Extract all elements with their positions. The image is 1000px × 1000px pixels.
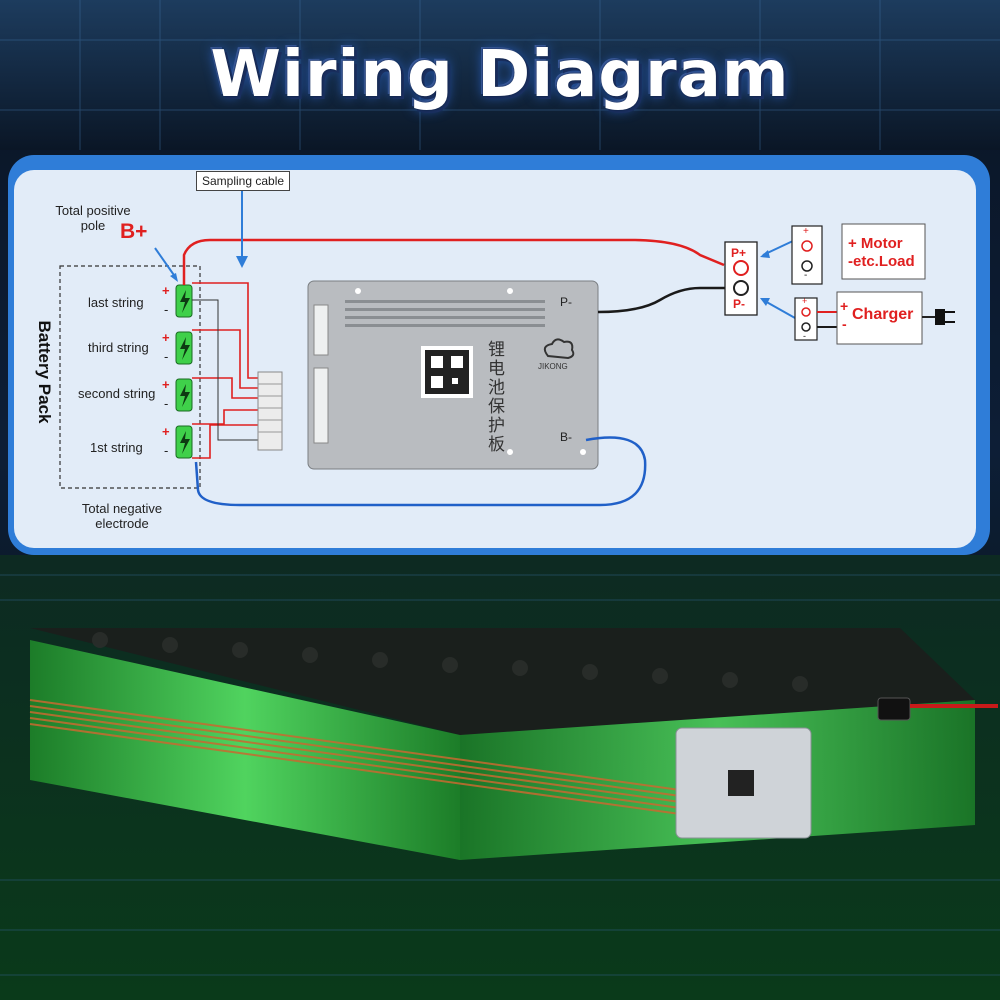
cell-plus-4: + [162,424,170,439]
connector-photo [877,697,911,721]
cell-minus-3: - [164,396,169,411]
negative-p-wire [597,286,730,314]
charger-label: Charger [852,306,914,323]
cell-second [175,378,193,412]
cell-last [175,284,193,318]
total-positive-label: Total positive pole [48,203,138,233]
cell-first [175,425,193,459]
brand-label: JIKONG [538,362,568,371]
b-minus-wire [194,436,647,507]
cell-plus-1: + [162,283,170,298]
plug-icon [935,309,955,325]
motor-conn-plus: + [803,226,809,237]
charger-conn-plus: + [802,296,808,306]
board-p-minus-label: P- [560,295,572,309]
charger-plus-sign: + [840,298,849,314]
motor-label-line1: + Motor [848,235,903,252]
motor-connector [791,225,823,285]
positive-main-wire [182,238,725,285]
board-b-minus-label: B- [560,430,572,444]
sampling-connector [257,371,283,451]
total-negative-line1: Total negative [81,501,163,516]
board-name: 锂电池保护板 [485,340,504,454]
sampling-wires [192,282,262,459]
string-label-third: third string [88,340,149,355]
motor-conn-minus: - [804,270,808,281]
cell-plus-3: + [162,377,170,392]
p-plus-terminal-label: P+ [731,246,747,260]
total-negative-label: Total negative electrode [72,501,172,531]
cell-minus-4: - [164,443,169,458]
string-label-first: 1st string [90,440,143,455]
string-label-last: last string [88,295,144,310]
battery-front-side [30,640,460,860]
cloud-logo-icon [543,338,575,360]
battery-pack-label: Battery Pack [35,320,54,424]
motor-label: + Motor -etc.Load [848,235,915,271]
output-terminal-box [724,241,758,316]
charger-connector [794,297,818,341]
motor-load-box [841,223,926,280]
battery-top-plate [30,628,975,735]
p-minus-terminal-label: P- [733,297,745,311]
motor-label-line2: -etc.Load [848,253,915,270]
string-label-second: second string [78,386,156,401]
battery-pack-box [59,265,201,489]
b-plus-label: B+ [120,220,148,243]
cell-minus-2: - [164,349,169,364]
sampling-cable-label: Sampling cable [196,171,291,191]
charger-box [836,291,923,345]
cell-third [175,331,193,365]
total-positive-line1: Total positive [55,203,131,218]
total-negative-line2: electrode [95,516,149,531]
page-title: Wiring Diagram [210,38,790,112]
charger-conn-minus: - [803,331,806,341]
cell-minus-1: - [164,302,169,317]
qr-code-photo [728,770,754,796]
total-positive-line2: pole [80,218,106,233]
charger-minus-sign: - [842,316,847,332]
cell-plus-2: + [162,330,170,345]
